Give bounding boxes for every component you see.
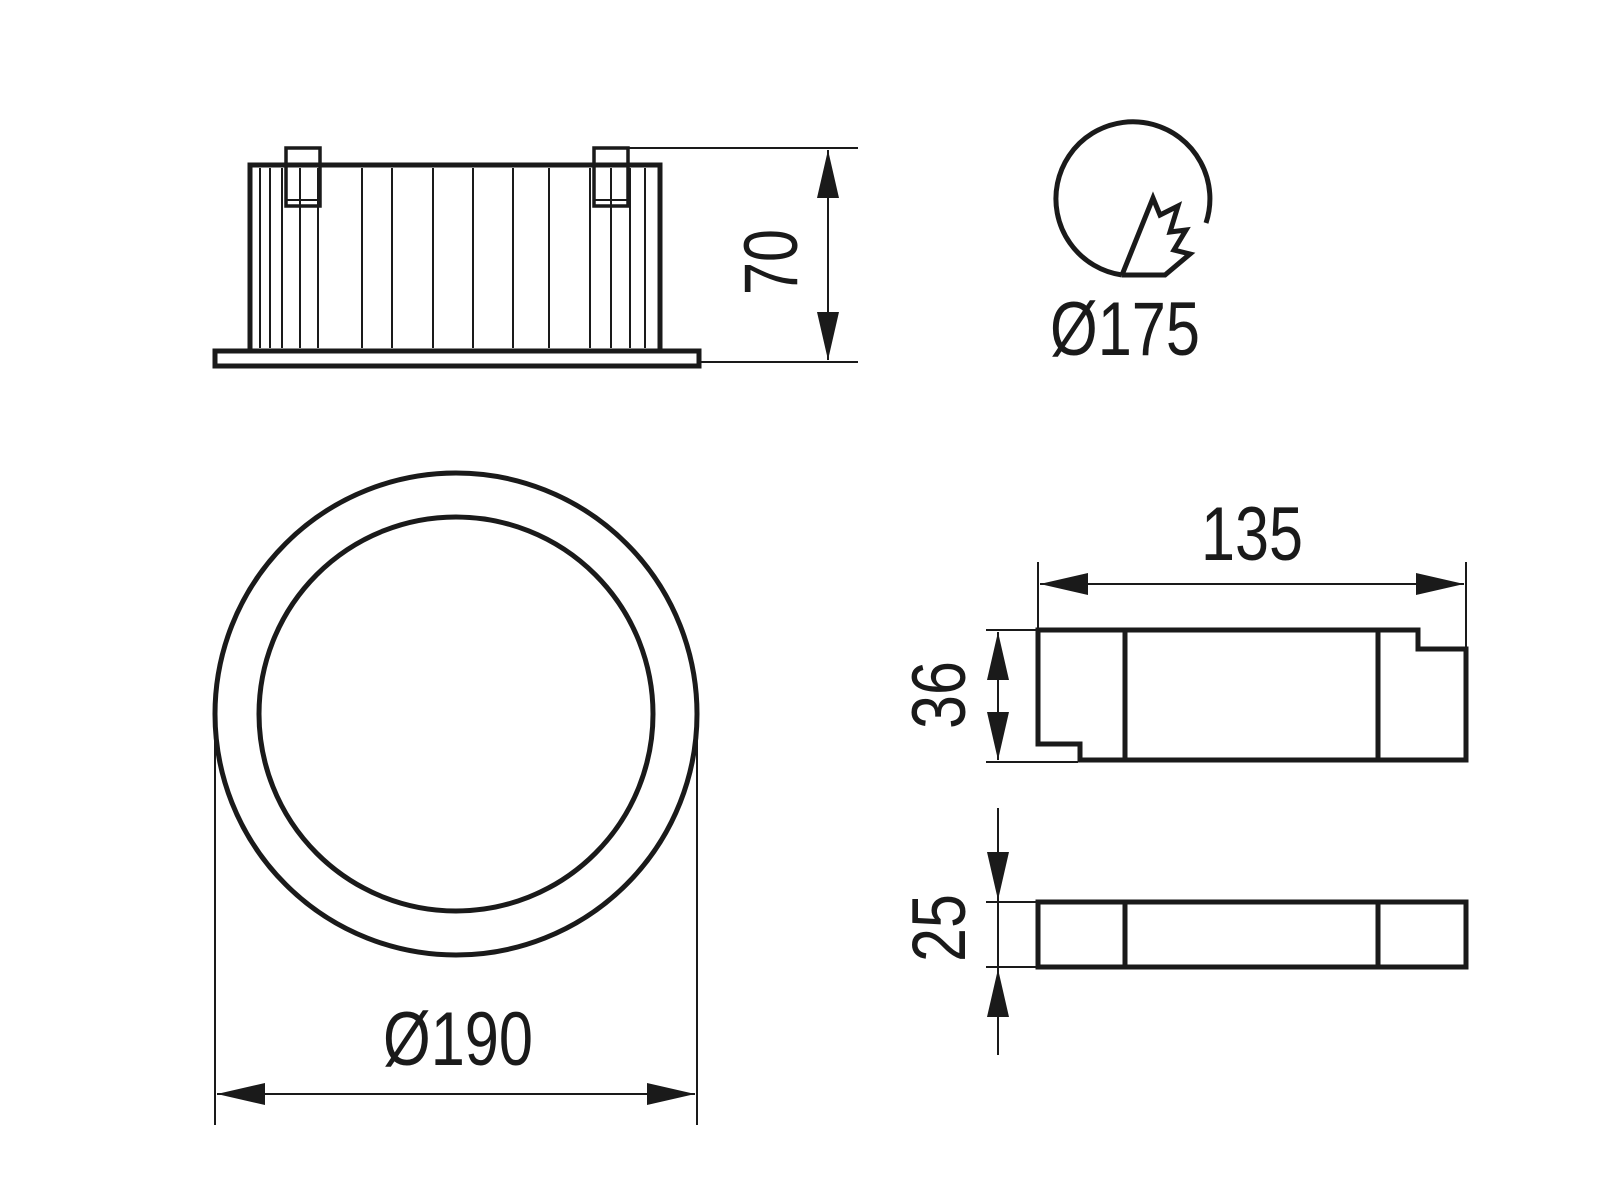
outer-diameter-label: Ø190 <box>383 997 533 1082</box>
cutout-diameter-label: Ø175 <box>1050 287 1200 372</box>
height-dimension <box>628 147 858 363</box>
luminaire-side-view: 70 <box>212 146 858 369</box>
luminaire-front-view <box>212 470 700 1125</box>
cutout-symbol <box>1053 119 1213 278</box>
driver-top-body <box>1035 899 1469 970</box>
spring-clip-right <box>592 146 630 208</box>
spring-clip-left <box>284 146 322 208</box>
cooling-ribs <box>259 168 646 348</box>
inner-diffuser <box>256 514 656 914</box>
driver-width-label: 25 <box>897 894 982 962</box>
driver-side-view <box>986 562 1469 763</box>
saw-icon <box>1119 191 1196 278</box>
cutout-circle <box>1053 119 1213 278</box>
driver-height-label: 36 <box>897 661 982 729</box>
housing-body <box>247 162 663 354</box>
driver-top-view <box>986 808 1469 1055</box>
height-label: 70 <box>729 229 814 295</box>
outer-ring <box>212 470 700 958</box>
driver-body <box>1035 627 1469 763</box>
driver-length-label: 135 <box>1201 492 1303 577</box>
